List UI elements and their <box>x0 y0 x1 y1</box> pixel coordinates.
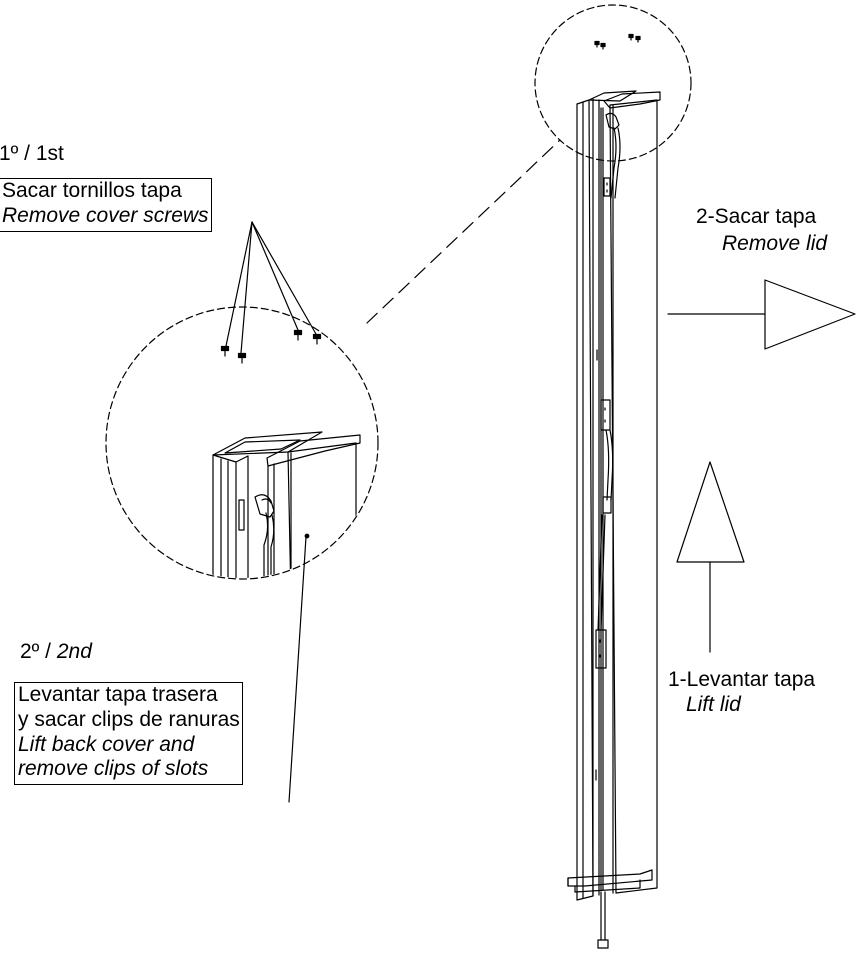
step2-number-en: 2nd <box>56 640 92 663</box>
step1-number: 1º / 1st <box>0 142 64 165</box>
step1-label-box: Sacar tornillos tapa Remove cover screws <box>0 178 212 232</box>
detail-connector-line <box>366 139 561 324</box>
remove-label-es: 2-Sacar tapa <box>696 205 817 228</box>
screw-icons <box>220 329 322 364</box>
small-screw-icons <box>594 33 641 50</box>
step2-line1-en: Lift back cover and <box>18 732 195 756</box>
column-top-detail <box>212 431 361 578</box>
screw-leader-lines <box>225 221 317 354</box>
slot-leader-line <box>288 536 307 803</box>
step2-number: 2º / 2nd <box>20 640 92 665</box>
lift-arrow <box>676 461 745 653</box>
remove-label-en: Remove lid <box>722 232 828 255</box>
step2-number-es: 2º / <box>20 640 52 663</box>
remove-arrow <box>667 279 856 350</box>
step2-line2-en: remove clips of slots <box>18 757 209 781</box>
lift-label-en: Lift lid <box>686 693 741 716</box>
step2-line1-es: Levantar tapa trasera <box>18 683 218 706</box>
step2-label-box: Levantar tapa trasera y sacar clips de r… <box>14 682 243 786</box>
lift-label-es: 1-Levantar tapa <box>668 668 816 691</box>
step2-line2-es: y sacar clips de ranuras <box>18 707 240 731</box>
detail-circle-large <box>105 306 379 580</box>
step1-label-es: Sacar tornillos tapa <box>2 179 182 202</box>
step1-label-en: Remove cover screws <box>2 203 209 227</box>
column-assembly <box>567 90 661 949</box>
